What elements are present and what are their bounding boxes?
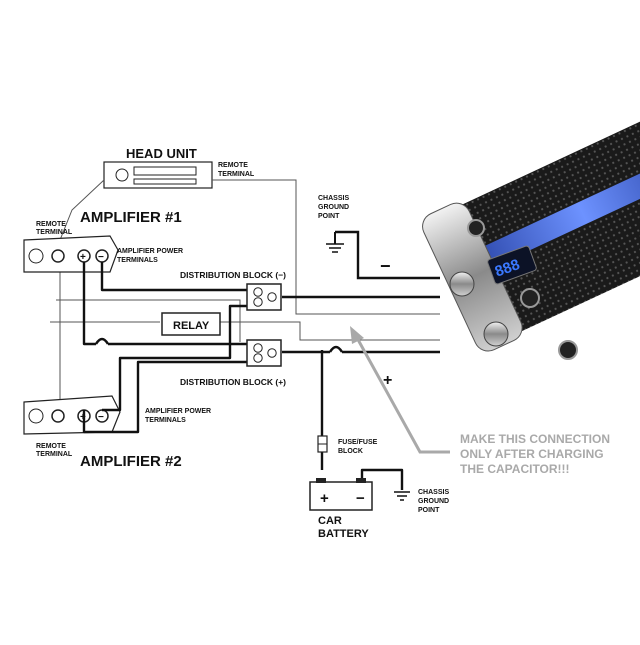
amp2-power-label-2: TERMINALS <box>145 417 186 424</box>
dist-block-neg-label: DISTRIBUTION BLOCK (−) <box>180 270 286 280</box>
power-wires <box>82 262 440 490</box>
svg-text:+: + <box>80 252 86 263</box>
minus-sign: − <box>380 256 391 276</box>
chassis-ground-bottom-label-2: GROUND <box>418 498 449 505</box>
chassis-ground-top-label-2: GROUND <box>318 204 349 211</box>
chassis-ground-bottom-label-1: CHASSIS <box>418 489 449 496</box>
plus-sign: + <box>383 372 392 389</box>
dist-block-pos-label: DISTRIBUTION BLOCK (+) <box>180 377 286 387</box>
remote-wires <box>50 179 440 420</box>
fuse: FUSE/FUSE BLOCK <box>317 435 378 455</box>
svg-text:−: − <box>98 252 104 263</box>
fuse-label-2: BLOCK <box>338 448 363 455</box>
fuse-label-1: FUSE/FUSE <box>338 439 378 446</box>
amp1-remote-terminal <box>51 249 65 263</box>
amp2-label: AMPLIFIER #2 <box>80 453 182 470</box>
head-unit-label: HEAD UNIT <box>126 146 197 161</box>
battery-label-1: CAR <box>318 515 342 527</box>
svg-text:−: − <box>356 490 365 507</box>
amplifier-1: AMPLIFIER #1 REMOTE TERMINAL + − AMPLIFI… <box>23 209 183 273</box>
car-battery: + − CAR BATTERY <box>309 478 373 540</box>
amp1-power-label-2: TERMINALS <box>117 257 158 264</box>
svg-text:−: − <box>98 412 104 423</box>
head-unit-remote-label-1: REMOTE <box>218 162 248 169</box>
amp2-power-label-1: AMPLIFIER POWER <box>145 408 211 415</box>
note-line-1: MAKE THIS CONNECTION <box>460 432 610 446</box>
warning-note: MAKE THIS CONNECTION ONLY AFTER CHARGING… <box>350 326 610 476</box>
head-unit: HEAD UNIT REMOTE TERMINAL <box>103 146 255 189</box>
amp2-remote-label-1: REMOTE <box>36 443 66 450</box>
amp2-remote-label-2: TERMINAL <box>36 451 73 458</box>
chassis-ground-top: CHASSIS GROUND POINT − <box>318 195 440 280</box>
battery-label-2: BATTERY <box>318 528 369 540</box>
distribution-block-negative: DISTRIBUTION BLOCK (−) <box>180 270 286 311</box>
amp1-label: AMPLIFIER #1 <box>80 209 182 226</box>
capacitor-negative-post <box>449 271 475 297</box>
head-unit-remote-label-2: TERMINAL <box>218 171 255 178</box>
capacitor-display <box>487 245 537 285</box>
amp1-remote-label-1: REMOTE <box>36 221 66 228</box>
svg-text:+: + <box>320 490 329 507</box>
note-line-2: ONLY AFTER CHARGING <box>460 447 604 461</box>
chassis-ground-top-label-3: POINT <box>318 213 340 220</box>
relay-label: RELAY <box>173 320 210 332</box>
note-line-3: THE CAPACITOR!!! <box>460 462 570 476</box>
capacitor: 888 <box>422 116 640 360</box>
amp2-remote-terminal <box>51 409 65 423</box>
distribution-block-positive: DISTRIBUTION BLOCK (+) <box>180 339 286 387</box>
amp1-remote-label-2: TERMINAL <box>36 229 73 236</box>
chassis-ground-bottom-label-3: POINT <box>418 507 440 514</box>
chassis-ground-bottom: CHASSIS GROUND POINT <box>394 489 449 514</box>
relay: RELAY <box>161 312 221 336</box>
capacitor-positive-post <box>483 321 509 347</box>
amp1-power-label-1: AMPLIFIER POWER <box>117 248 183 255</box>
chassis-ground-top-label-1: CHASSIS <box>318 195 349 202</box>
